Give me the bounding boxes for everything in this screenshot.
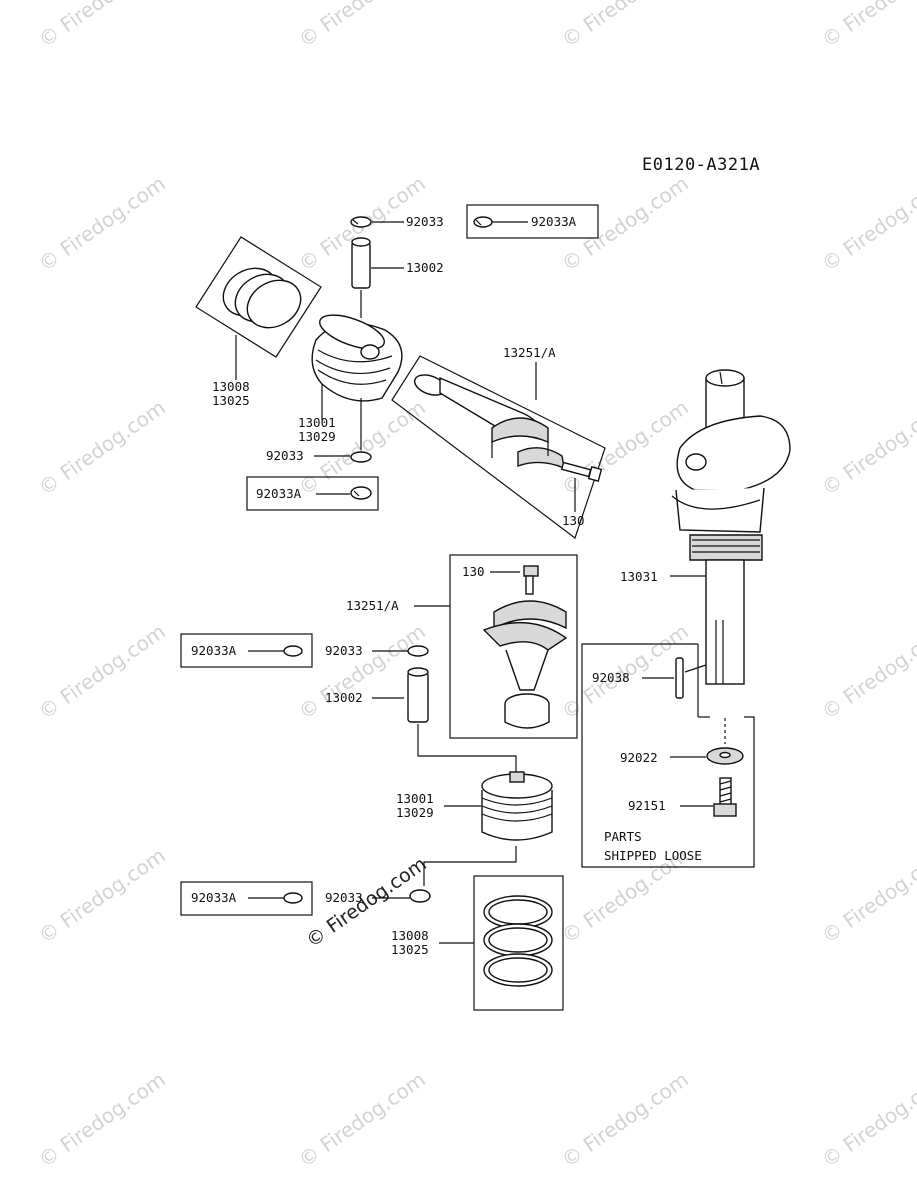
washer-icon[interactable] [706,747,744,765]
bolt-icon[interactable] [523,565,539,595]
circlip-icon[interactable] [283,645,303,657]
watermark: © Firedog.com [34,171,170,276]
circlip-icon[interactable] [409,889,431,903]
conrod-set-box [449,554,578,739]
crankshaft-icon[interactable] [671,369,791,685]
piston-icon[interactable] [311,308,403,402]
piston-pin-icon[interactable] [407,667,429,723]
watermark: © Firedog.com [34,843,170,948]
circlip-icon[interactable] [350,451,372,463]
watermark: © Firedog.com [294,0,430,52]
watermark: © Firedog.com [557,395,693,500]
part-label-13001[interactable]: 13001 [396,791,434,806]
leader-line [417,724,517,772]
part-label-92033[interactable]: 92033 [406,214,444,229]
watermark-layer: © Firedog.com © Firedog.com © Firedog.co… [34,0,917,1172]
bolt-icon[interactable] [560,461,603,482]
connecting-rod-icon[interactable] [412,371,565,470]
watermark: © Firedog.com [294,395,430,500]
circlip-icon[interactable] [407,645,429,657]
diagram-code: E0120-A321A [642,155,760,175]
leader-line [423,846,517,886]
circlip-icon[interactable] [473,216,493,228]
part-label-92033A[interactable]: 92033A [256,486,302,501]
part-label-92033A[interactable]: 92033A [191,890,237,905]
part-label-92033A[interactable]: 92033A [531,214,577,229]
part-label-13025[interactable]: 13025 [212,393,250,408]
watermark: © Firedog.com [557,1067,693,1172]
part-label-92033A[interactable]: 92033A [191,643,237,658]
watermark: © Firedog.com [34,1067,170,1172]
key-icon[interactable] [675,657,684,699]
watermark: © Firedog.com [557,0,693,52]
alt-part-box [246,476,379,511]
circlip-icon[interactable] [350,216,372,228]
leader-line [684,664,707,673]
part-label-92033[interactable]: 92033 [325,890,363,905]
part-label-130[interactable]: 130 [462,564,485,579]
part-label-13002[interactable]: 13002 [325,690,363,705]
part-label-13001[interactable]: 13001 [298,415,336,430]
bolt-icon[interactable] [713,777,737,817]
part-label-92151[interactable]: 92151 [628,798,666,813]
note-line-1: PARTS [604,829,642,844]
part-label-13029[interactable]: 13029 [298,429,336,444]
watermark: © Firedog.com [817,843,917,948]
alt-part-box [180,633,313,668]
watermark: © Firedog.com [34,619,170,724]
ring-set-box [195,236,322,358]
part-label-13002[interactable]: 13002 [406,260,444,275]
watermark: © Firedog.com [34,0,170,52]
watermark: © Firedog.com [557,171,693,276]
watermark: © Firedog.com [294,1067,430,1172]
watermark: © Firedog.com [817,619,917,724]
part-label-13008[interactable]: 13008 [391,928,429,943]
part-label-13251A[interactable]: 13251/A [503,345,556,360]
watermark: © Firedog.com [817,171,917,276]
connecting-rod-icon[interactable] [482,600,568,729]
part-label-13025[interactable]: 13025 [391,942,429,957]
note-line-2: SHIPPED LOOSE [604,848,702,863]
watermark: © Firedog.com [817,0,917,52]
watermark: © Firedog.com [817,395,917,500]
part-label-92038[interactable]: 92038 [592,670,630,685]
alt-part-box [180,881,313,916]
part-label-92033[interactable]: 92033 [325,643,363,658]
part-label-130[interactable]: 130 [562,513,585,528]
part-label-13251A[interactable]: 13251/A [346,598,399,613]
part-label-13008[interactable]: 13008 [212,379,250,394]
circlip-icon[interactable] [350,486,372,500]
part-label-13031[interactable]: 13031 [620,569,658,584]
piston-rings-icon[interactable] [215,259,309,337]
alt-part-box [466,204,599,239]
shipped-loose-box [581,643,755,868]
watermark: © Firedog.com [817,1067,917,1172]
watermark: © Firedog.com [34,395,170,500]
piston-rings-icon[interactable] [483,895,553,987]
piston-icon[interactable] [481,771,553,841]
conrod-set-box [391,355,606,539]
part-label-92033[interactable]: 92033 [266,448,304,463]
piston-pin-icon[interactable] [351,237,371,289]
part-label-13029[interactable]: 13029 [396,805,434,820]
circlip-icon[interactable] [283,892,303,904]
part-label-92022[interactable]: 92022 [620,750,658,765]
